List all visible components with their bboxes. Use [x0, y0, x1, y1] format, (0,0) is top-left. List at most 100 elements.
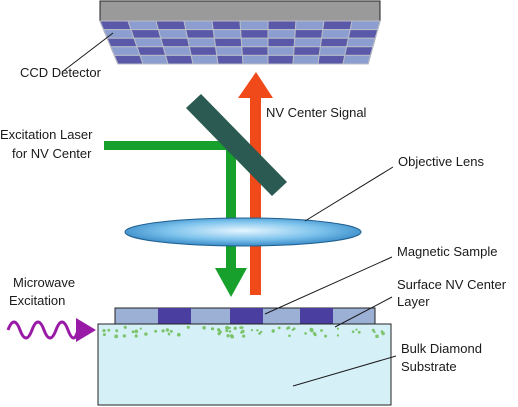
ccd-pixel: [157, 29, 189, 39]
ccd-pixel: [347, 29, 379, 39]
ccd-pixel: [318, 46, 348, 56]
nv-center-dot: [313, 333, 317, 337]
ccd-pixel: [293, 46, 321, 56]
nv-center-dot: [310, 328, 314, 333]
ccd-pixel: [216, 54, 244, 65]
ccd-pixel: [267, 29, 296, 39]
excitation-laser-label-line2: for NV Center: [12, 146, 92, 161]
ccd-pixel-grid: [99, 20, 381, 65]
sample-domain: [230, 308, 263, 324]
nv-center-dot: [241, 329, 245, 334]
ccd-pixel: [164, 54, 194, 65]
microwave-wave: [6, 318, 96, 342]
laser-vertical-segment: [226, 141, 236, 269]
nv-signal-label: NV Center Signal: [266, 105, 367, 120]
ccd-pixel: [349, 20, 381, 31]
ccd-pixel: [212, 29, 242, 39]
ccd-pixel: [345, 37, 376, 48]
ccd-pixel: [213, 37, 243, 48]
ccd-pixel: [319, 37, 350, 48]
microwave-arrow-head: [76, 318, 96, 342]
sample-leader-line: [264, 256, 393, 315]
nv-center-dot: [239, 326, 243, 329]
ccd-pixel: [267, 37, 296, 48]
ccd-pixel: [127, 20, 160, 31]
substrate-leader-line: [292, 355, 397, 387]
nv-center-dot: [154, 329, 158, 333]
ccd-leader-line: [61, 32, 114, 73]
objective-lens: [124, 217, 362, 247]
ccd-pixel: [267, 46, 295, 56]
nv-center-dot: [292, 327, 296, 331]
nv-center-dot: [336, 334, 340, 337]
ccd-pixel: [186, 37, 217, 48]
sample-domain: [300, 308, 333, 324]
nv-center-dot: [226, 334, 230, 338]
ccd-pixel: [267, 20, 297, 31]
laser-arrow-head: [215, 268, 247, 297]
nv-center-dot: [286, 327, 289, 330]
nv-center-dot: [233, 326, 237, 330]
ccd-pixel: [155, 20, 187, 31]
nv-center-dot: [320, 329, 323, 332]
ccd-pixel: [317, 54, 346, 65]
nv-center-dot: [228, 330, 232, 333]
nv-center-dot: [250, 329, 253, 332]
surface-nv-label-line1: Surface NV Center: [397, 277, 507, 292]
nv-center-dot: [168, 333, 171, 336]
ccd-pixel: [139, 54, 169, 65]
ccd-pixel: [344, 46, 374, 56]
nv-center-dot: [355, 328, 358, 331]
ccd-pixel: [160, 37, 191, 48]
nv-center-dot: [114, 334, 119, 339]
nv-center-dot: [371, 328, 375, 332]
ccd-pixel: [240, 29, 269, 39]
surface-nv-layer: [102, 325, 385, 339]
ccd-pixel: [215, 46, 243, 56]
bulk-diamond-label-line1: Bulk Diamond: [401, 341, 482, 356]
green-laser-beam: [104, 141, 247, 297]
ccd-pixel: [133, 37, 164, 48]
ccd-pixel: [106, 37, 138, 48]
ccd-pixel: [136, 46, 167, 56]
nv-center-dot: [102, 329, 106, 333]
nv-layer-leader-line: [334, 296, 393, 328]
microwave-label-line2: Excitation: [9, 293, 65, 308]
ccd-pixel: [293, 37, 323, 48]
ccd-detector: [99, 0, 381, 65]
nv-center-dot: [123, 335, 126, 338]
ccd-pixel: [321, 29, 351, 39]
nv-center-dot: [256, 329, 259, 332]
nv-center-dot: [131, 330, 135, 334]
nv-center-dot: [115, 329, 119, 333]
nv-center-dot: [373, 331, 376, 334]
nv-signal-beam: [238, 72, 273, 295]
ccd-detector-label: CCD Detector: [20, 65, 102, 80]
ccd-pixel: [292, 54, 320, 65]
nv-center-dot: [134, 329, 139, 334]
diamond-substrate: [97, 323, 392, 406]
nv-center-dot: [177, 332, 181, 337]
signal-arrow-head: [238, 72, 273, 98]
nv-center-dot: [324, 334, 328, 338]
nv-center-dot: [336, 327, 339, 330]
nv-center-dot: [202, 326, 206, 330]
magnetic-sample-label: Magnetic Sample: [397, 244, 497, 259]
ccd-pixel: [294, 20, 325, 31]
nv-center-dot: [288, 334, 291, 338]
nv-center-dot: [139, 327, 142, 330]
ccd-pixel: [190, 54, 219, 65]
ccd-pixel: [130, 29, 162, 39]
nv-center-dot: [124, 326, 127, 329]
objective-lens-label: Objective Lens: [398, 154, 484, 169]
nv-center-dot: [304, 332, 307, 335]
ccd-pixel: [241, 46, 269, 56]
nv-center-dot: [186, 325, 190, 329]
ccd-pixel: [162, 46, 192, 56]
ccd-pixel: [267, 54, 295, 65]
nv-center-dot: [144, 332, 148, 336]
nv-center-dot: [225, 329, 229, 333]
ccd-pixel: [240, 37, 269, 48]
nv-center-dot: [277, 326, 281, 330]
dichroic-mirror: [186, 94, 287, 196]
